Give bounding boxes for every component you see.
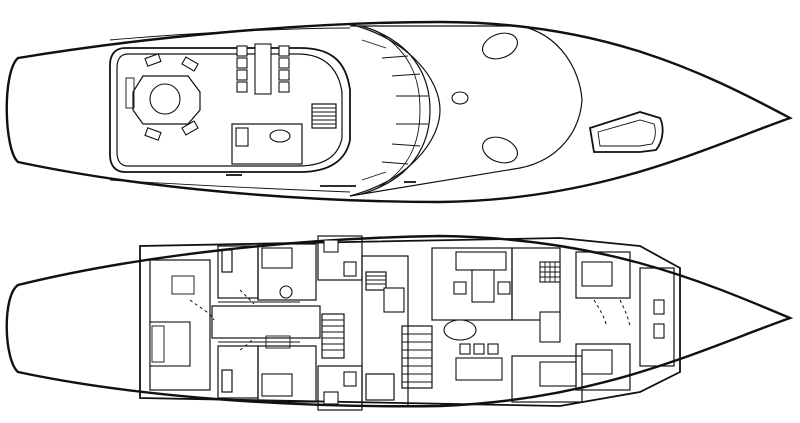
aft-cabin-desk bbox=[171, 275, 195, 295]
wheelhouse-arc-inner bbox=[361, 25, 431, 195]
salon-chair-4 bbox=[181, 120, 199, 136]
forepeak-bed-2 bbox=[581, 349, 613, 375]
guest-cabin-2 bbox=[257, 243, 317, 403]
head-basin-2 bbox=[343, 371, 357, 387]
foredeck-hatch-port bbox=[482, 32, 518, 60]
companionway-stairs bbox=[311, 103, 337, 129]
bow-tender bbox=[588, 111, 664, 153]
forepeak-cabins bbox=[575, 251, 675, 391]
forepeak-store bbox=[639, 267, 675, 367]
side-deck-line-lower bbox=[109, 179, 351, 193]
crew-galley-counter bbox=[455, 251, 507, 271]
salon-round-table bbox=[149, 83, 181, 115]
foredeck-hatch-starboard bbox=[482, 136, 518, 164]
lower-deck-hull-outline bbox=[5, 234, 794, 408]
guest-cabin-2-bed bbox=[261, 247, 293, 269]
guest-cabin-2-basin bbox=[279, 285, 293, 299]
crew-mess bbox=[431, 247, 513, 381]
forward-cabin-desk bbox=[539, 311, 561, 343]
head-toilet-2 bbox=[323, 391, 339, 405]
main-deck-plan bbox=[5, 20, 793, 204]
mast-step bbox=[451, 91, 469, 105]
aft-cabin-bed bbox=[149, 321, 191, 367]
midship-locker bbox=[365, 373, 395, 401]
head-basin-1 bbox=[343, 261, 357, 277]
wheelhouse-arc-mid bbox=[373, 29, 421, 191]
galley-sink bbox=[269, 129, 291, 143]
crew-seat-2 bbox=[497, 281, 511, 295]
lower-deck-plan bbox=[5, 234, 794, 411]
salon-chair-2 bbox=[181, 56, 199, 72]
forward-cabin-bed bbox=[539, 361, 577, 387]
crew-table bbox=[471, 269, 495, 303]
galley-counter bbox=[235, 127, 249, 147]
midship-stair-block bbox=[361, 255, 433, 407]
foredeck-coachroof bbox=[349, 25, 583, 197]
midship-chair bbox=[383, 287, 405, 313]
salon-side-seat bbox=[125, 77, 135, 109]
wheelhouse-window-ticks bbox=[361, 39, 428, 181]
deckhouse-inner-outline bbox=[116, 53, 343, 167]
aft-cabin bbox=[149, 259, 215, 391]
forward-crew-cabins bbox=[511, 247, 583, 403]
lower-stairs-aft bbox=[321, 313, 345, 359]
forepeak-bed-1 bbox=[581, 261, 613, 287]
main-stairs bbox=[401, 325, 433, 389]
side-deck-line-upper bbox=[109, 27, 351, 41]
wheelhouse-arc-outer bbox=[349, 23, 441, 197]
head-toilet-1 bbox=[323, 239, 339, 253]
salon-chair-1 bbox=[144, 53, 162, 67]
interior-outline bbox=[139, 237, 681, 407]
deckhouse-outline bbox=[109, 47, 351, 173]
dining-table bbox=[254, 43, 272, 95]
crew-seat-1 bbox=[453, 281, 467, 295]
bow-tender-inner bbox=[597, 119, 656, 147]
salon-chair-3 bbox=[144, 127, 162, 141]
galley-area bbox=[231, 123, 303, 165]
crew-sofa bbox=[455, 357, 503, 381]
main-deck-hull-outline bbox=[5, 20, 793, 204]
guest-cabin-3-bed bbox=[261, 373, 293, 397]
dining-chairs bbox=[236, 45, 290, 93]
crew-mess-table bbox=[443, 319, 477, 341]
